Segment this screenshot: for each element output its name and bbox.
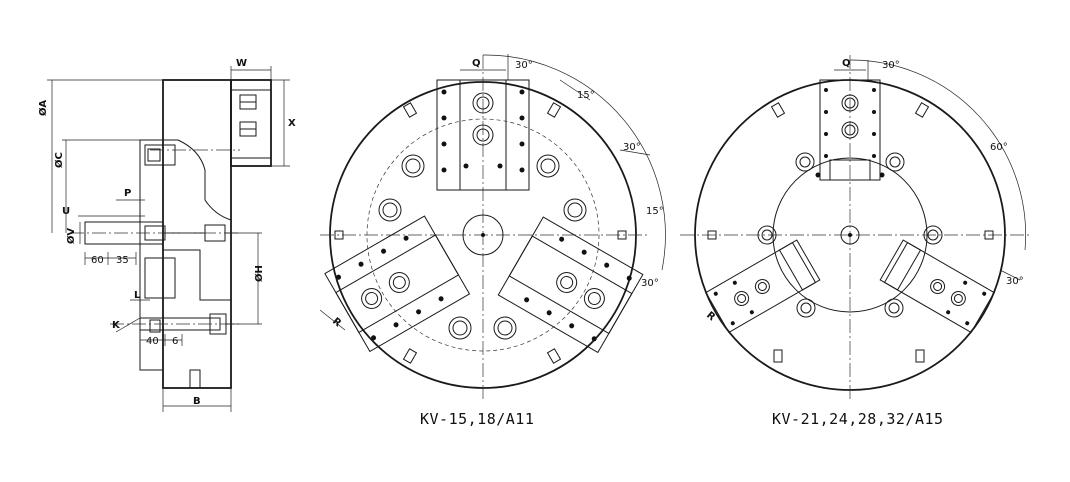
jaw-top (815, 79, 885, 181)
dim-p: P (124, 188, 131, 199)
caption-large: KV-21,24,28,32/A15 (772, 410, 944, 428)
dim-w: W (236, 58, 247, 69)
dim-l: L (134, 290, 141, 301)
dim-oc: ØC (53, 152, 65, 168)
dim-oa: ØA (37, 100, 49, 116)
angle-60: 60° (990, 142, 1008, 153)
angle-30-mid: 30° (623, 142, 641, 153)
dim-k: K (112, 320, 121, 331)
dim-35: 35 (116, 255, 129, 266)
label-q: Q (842, 58, 851, 69)
angle-30-top: 30° (515, 60, 533, 71)
front-view-large: Q 30° 60° 30° R KV-21,24,28,32/A15 (680, 55, 1030, 428)
dim-x: X (288, 118, 296, 129)
jaw-top (436, 79, 530, 191)
jaw-lower-left (705, 239, 821, 334)
front-view-small: Q 30° 15° 30° 15° 30° R KV-15,18/A11 (319, 54, 666, 428)
angle-30-low: 30° (1006, 276, 1024, 287)
caption-small: KV-15,18/A11 (420, 410, 534, 428)
dim-u: U (62, 206, 70, 217)
center-bore (462, 214, 504, 256)
jaw-lower-right (879, 239, 995, 334)
side-view: W X ØA ØC P U ØV 60 35 ØH L K 40 6 B (37, 58, 296, 412)
jaw-block (230, 79, 272, 167)
dim-6: 6 (172, 336, 178, 347)
dim-40: 40 (146, 336, 159, 347)
angle-30-top: 30° (882, 60, 900, 71)
dim-ov: ØV (65, 228, 77, 244)
angle-15-b: 15° (646, 206, 664, 217)
jaw-lower-right (497, 216, 644, 354)
angle-30-low: 30° (641, 278, 659, 289)
label-q: Q (472, 58, 481, 69)
dim-oh: ØH (253, 265, 265, 282)
jaw-lower-left (324, 215, 471, 353)
angle-15-a: 15° (577, 90, 595, 101)
dim-60: 60 (91, 255, 104, 266)
center-bore (840, 225, 860, 245)
dim-b: B (193, 396, 201, 407)
